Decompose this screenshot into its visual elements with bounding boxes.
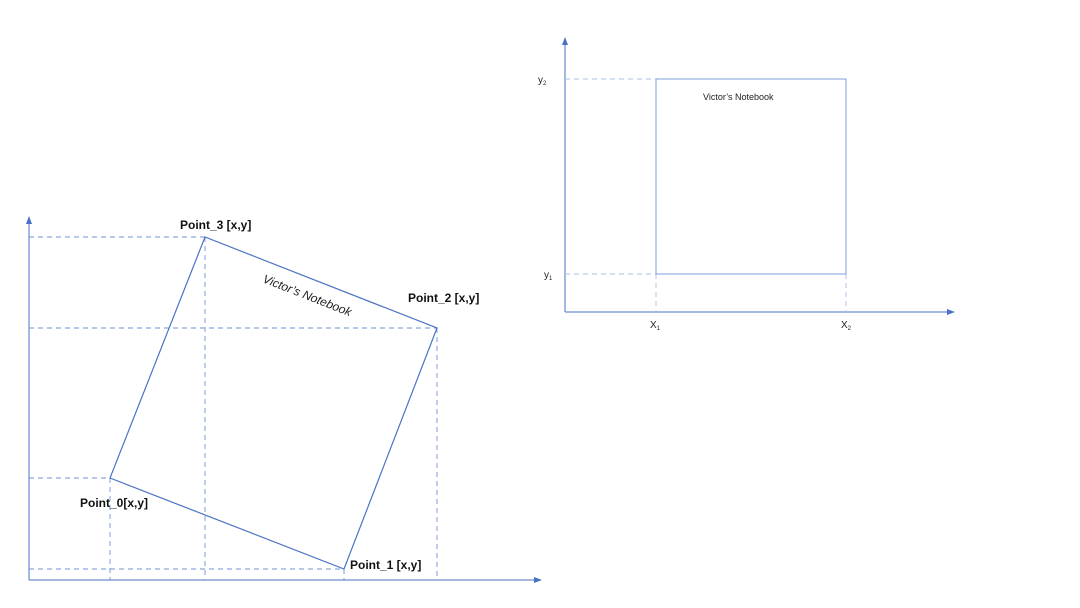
aligned-rectangle <box>655 78 847 275</box>
left-x-axis-arrow <box>534 577 542 583</box>
right-projection-lines <box>565 78 847 312</box>
right-diagram: y2 y1 X1 X2 Victor’s Notebook <box>538 37 955 332</box>
left-watermark: Victor’s Notebook <box>261 272 355 320</box>
rotated-rectangle <box>109 236 438 570</box>
left-diagram: Point_0[x,y] Point_1 [x,y] Point_2 [x,y]… <box>26 216 542 583</box>
y1-label: y1 <box>544 270 553 282</box>
y2-label: y2 <box>538 75 547 87</box>
point-3-label: Point_3 [x,y] <box>180 218 251 232</box>
left-projection-lines <box>29 236 438 580</box>
left-y-axis-arrow <box>26 216 32 224</box>
x2-label: X2 <box>841 320 852 332</box>
point-0-label: Point_0[x,y] <box>80 496 148 510</box>
point-1-label: Point_1 [x,y] <box>350 558 421 572</box>
right-y-axis-arrow <box>562 37 568 45</box>
point-2-label: Point_2 [x,y] <box>408 291 479 305</box>
right-watermark: Victor’s Notebook <box>703 92 774 102</box>
x1-label: X1 <box>650 320 661 332</box>
right-x-axis-arrow <box>947 309 955 315</box>
